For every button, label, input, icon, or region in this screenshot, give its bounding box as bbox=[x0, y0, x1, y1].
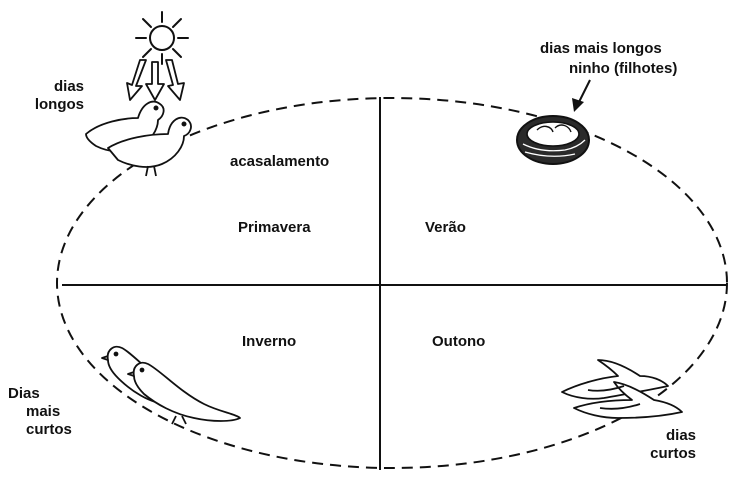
mating-birds-icon bbox=[85, 100, 192, 177]
sun-rays-arrows bbox=[126, 59, 185, 101]
long-days-label: dias longos bbox=[34, 78, 84, 113]
season-winter-label: Inverno bbox=[242, 333, 297, 350]
resting-birds-icon bbox=[101, 345, 241, 425]
season-autumn-label: Outono bbox=[432, 333, 486, 350]
nest-pointer-arrow bbox=[572, 79, 591, 112]
shorter-days-label: Dias mais curtos bbox=[8, 385, 72, 438]
season-summer-label: Verão bbox=[425, 219, 466, 236]
nest-icon bbox=[516, 115, 590, 165]
mating-label: acasalamento bbox=[230, 153, 330, 170]
sun-icon bbox=[135, 11, 189, 65]
flying-birds-icon bbox=[561, 359, 683, 419]
season-spring-label: Primavera bbox=[238, 219, 311, 236]
nest-label: ninho (filhotes) bbox=[569, 60, 678, 77]
longer-days-label: dias mais longos bbox=[540, 40, 662, 57]
short-days-label: dias curtos bbox=[650, 427, 696, 462]
year-cycle-ellipse bbox=[56, 97, 728, 469]
